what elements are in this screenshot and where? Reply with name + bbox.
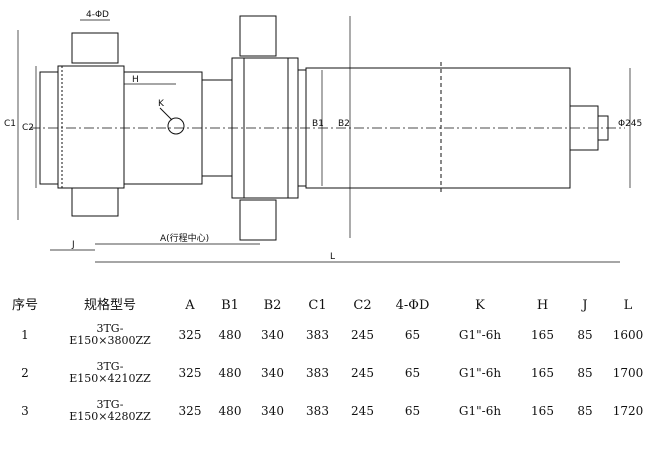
- header-l: L: [623, 297, 633, 313]
- rear-trunnion-base: [71, 187, 119, 217]
- model-line-1: 3TG-: [96, 360, 124, 373]
- cell-d: 65: [404, 327, 421, 342]
- model-line-1: 3TG-: [96, 398, 124, 411]
- table-row: 2 3TG- E150×4210ZZ 325 480 340 383 245 6…: [0, 354, 651, 392]
- model-line-1: 3TG-: [96, 322, 124, 335]
- cell-no: 1: [21, 327, 29, 342]
- header-b2: B2: [263, 297, 282, 313]
- dim-b1: B1: [312, 119, 324, 129]
- header-model: 规格型号: [83, 297, 136, 313]
- cell-a: 325: [178, 403, 202, 418]
- header-c2: C2: [353, 297, 372, 313]
- dim-j: J: [71, 240, 75, 250]
- dim-a: A(行程中心): [160, 232, 209, 244]
- model-line-2: E150×4280ZZ: [69, 410, 151, 423]
- cell-b1: 480: [218, 327, 242, 342]
- header-b1: B1: [221, 297, 239, 313]
- cell-b1: 480: [218, 403, 242, 418]
- cell-b2: 340: [261, 403, 284, 418]
- header-k: K: [475, 297, 485, 313]
- cell-h: 165: [531, 327, 554, 342]
- cell-c1: 383: [306, 327, 329, 342]
- cell-k: G1"-6h: [458, 327, 502, 342]
- cell-k: G1"-6h: [458, 365, 502, 380]
- header-a: A: [185, 297, 195, 313]
- port-k: [167, 117, 185, 135]
- dim-h: H: [132, 75, 139, 85]
- dim-k: K: [158, 99, 165, 109]
- cell-l: 1720: [612, 403, 644, 418]
- cell-l: 1600: [612, 327, 644, 342]
- cell-model: 3TG- E150×4280ZZ: [50, 392, 170, 430]
- cell-l: 1700: [612, 365, 644, 380]
- spec-table: 序号 规格型号 A B1 B2 C1 C2 4-ΦD K H J L 1 3TG…: [0, 294, 651, 430]
- model-line-2: E150×4210ZZ: [69, 372, 151, 385]
- cell-j: 85: [577, 365, 593, 380]
- dim-c1: C1: [4, 119, 16, 129]
- cell-a: 325: [178, 327, 202, 342]
- cell-c1: 383: [306, 403, 329, 418]
- cell-model: 3TG- E150×3800ZZ: [50, 316, 170, 354]
- cell-c2: 245: [351, 327, 374, 342]
- cell-j: 85: [577, 403, 593, 418]
- dim-4-phi-d: 4-ΦD: [86, 10, 109, 20]
- table-row: 1 3TG- E150×3800ZZ 325 480 340 383 245 6…: [0, 316, 651, 354]
- cell-h: 165: [531, 403, 554, 418]
- header-c1: C1: [308, 297, 327, 313]
- dim-c2: C2: [22, 123, 34, 133]
- cell-b1: 480: [218, 365, 242, 380]
- dim-phi-245: Φ245: [618, 119, 642, 129]
- cell-b2: 340: [261, 327, 284, 342]
- rear-cap: [57, 65, 125, 189]
- header-j: J: [582, 297, 588, 313]
- cell-c1: 383: [306, 365, 329, 380]
- cell-b2: 340: [261, 365, 284, 380]
- table-row: 3 3TG- E150×4280ZZ 325 480 340 383 245 6…: [0, 392, 651, 430]
- cell-j: 85: [577, 327, 593, 342]
- cell-no: 2: [21, 365, 29, 380]
- cell-c2: 245: [351, 403, 374, 418]
- cell-c2: 245: [351, 365, 374, 380]
- cell-h: 165: [531, 365, 554, 380]
- header-no: 序号: [11, 297, 38, 313]
- cylinder-drawing: 4-ΦD H K C1 C2 B1 B2 Φ245 J A(行程中心) L: [4, 10, 642, 263]
- cell-no: 3: [21, 403, 29, 418]
- header-h: H: [536, 297, 549, 313]
- cell-a: 325: [178, 365, 202, 380]
- model-line-2: E150×3800ZZ: [69, 334, 151, 347]
- cell-model: 3TG- E150×4210ZZ: [50, 354, 170, 392]
- header-row: 序号 规格型号 A B1 B2 C1 C2 4-ΦD K H J L: [0, 294, 651, 316]
- cell-d: 65: [404, 365, 421, 380]
- cell-k: G1"-6h: [458, 403, 502, 418]
- dim-l: L: [330, 252, 335, 262]
- cell-d: 65: [404, 403, 421, 418]
- dim-b2: B2: [338, 119, 350, 129]
- header-d: 4-ΦD: [395, 297, 430, 313]
- rear-trunnion: [71, 32, 119, 64]
